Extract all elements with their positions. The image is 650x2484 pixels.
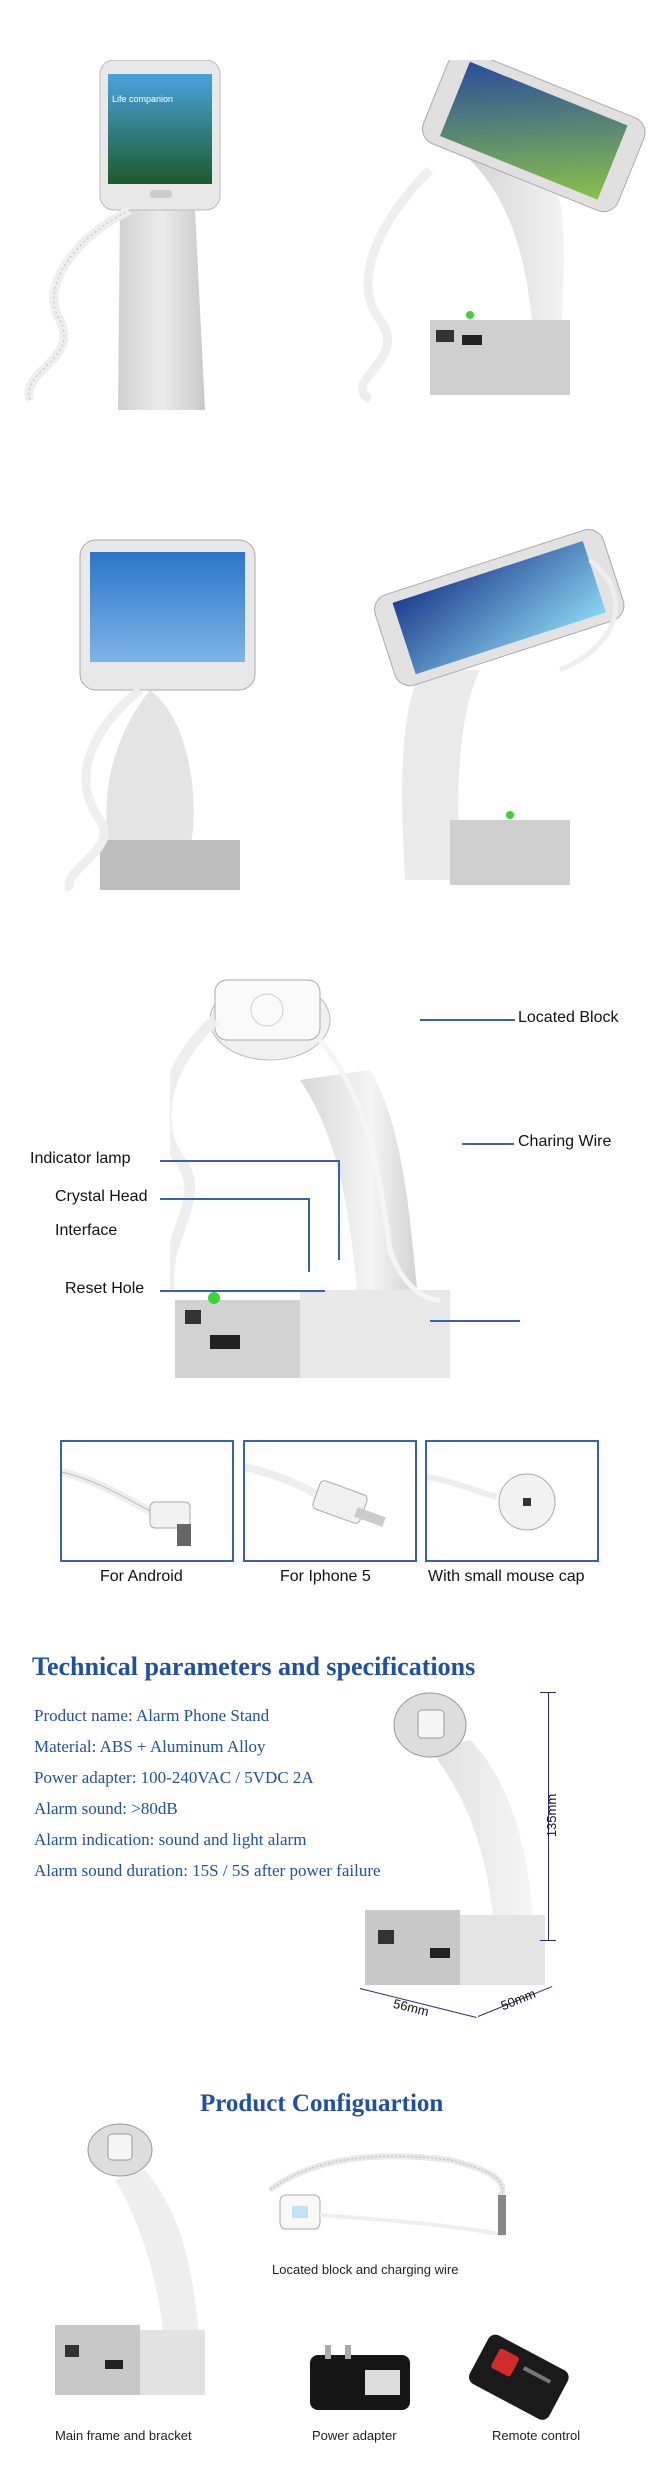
specs-product-photo [365, 1692, 545, 1985]
stand-front-photo: Life companion [24, 60, 221, 410]
connector-iphone-label: For Iphone 5 [280, 1568, 371, 1585]
config-remote-control-photo [469, 2334, 569, 2420]
photo-row-2 [0, 520, 650, 920]
config-item-label: Located block and charging wire [272, 2262, 459, 2277]
config-main-frame-photo [55, 2123, 205, 2395]
crystal-head-label: Crystal Head [55, 1188, 148, 1205]
spec-item: Product name: Alarm Phone Stand [34, 1706, 270, 1725]
connector-android-label: For Android [100, 1568, 183, 1585]
stand-side-photo-2 [374, 529, 625, 885]
configuration-section: Product Configuartion Main frame and bra… [0, 2090, 650, 2484]
spec-item: Alarm indication: sound and light alarm [34, 1830, 307, 1849]
config-located-block-photo [268, 2153, 506, 2237]
charing-wire-label: Charing Wire [518, 1133, 612, 1150]
stand-front-photo-2 [64, 539, 256, 893]
config-item-label: Power adapter [312, 2428, 397, 2443]
specs-title: Technical parameters and specifications [32, 1652, 476, 1681]
specs-section: Technical parameters and specifications … [0, 1640, 650, 2090]
spec-item: Alarm sound duration: 15S / 5S after pow… [34, 1861, 381, 1880]
connector-iphone-thumb [243, 1440, 417, 1562]
interface-label: Interface [55, 1222, 118, 1239]
stand-side-photo [358, 60, 646, 404]
dimension-height: 135mm [544, 1793, 560, 1838]
config-item-label: Main frame and bracket [55, 2428, 192, 2443]
connector-android-thumb [60, 1440, 234, 1562]
config-power-adapter-photo [310, 2345, 410, 2410]
spec-item: Material: ABS + Aluminum Alloy [34, 1737, 266, 1756]
spec-item: Power adapter: 100-240VAC / 5VDC 2A [34, 1768, 314, 1787]
spec-item: Alarm sound: >80dB [34, 1799, 178, 1818]
connector-mouse-cap-label: With small mouse cap [428, 1568, 585, 1585]
phone-screen-text: Life companion [112, 94, 173, 104]
indicator-lamp-label: Indicator lamp [30, 1150, 131, 1167]
diagram-section: Located Block Charing Wire Indicator lam… [0, 960, 650, 1400]
config-item-label: Remote control [492, 2428, 581, 2443]
connectors-row: For Android For Iphone 5 With small mous… [0, 1440, 650, 1585]
configuration-title: Product Configuartion [200, 2090, 444, 2117]
stand-diagram-photo [170, 979, 450, 1378]
connector-mouse-cap-thumb [425, 1440, 599, 1562]
reset-hole-label: Reset Hole [65, 1280, 145, 1297]
located-block-label: Located Block [518, 1009, 619, 1026]
photo-row-1: Life companion [0, 0, 650, 460]
